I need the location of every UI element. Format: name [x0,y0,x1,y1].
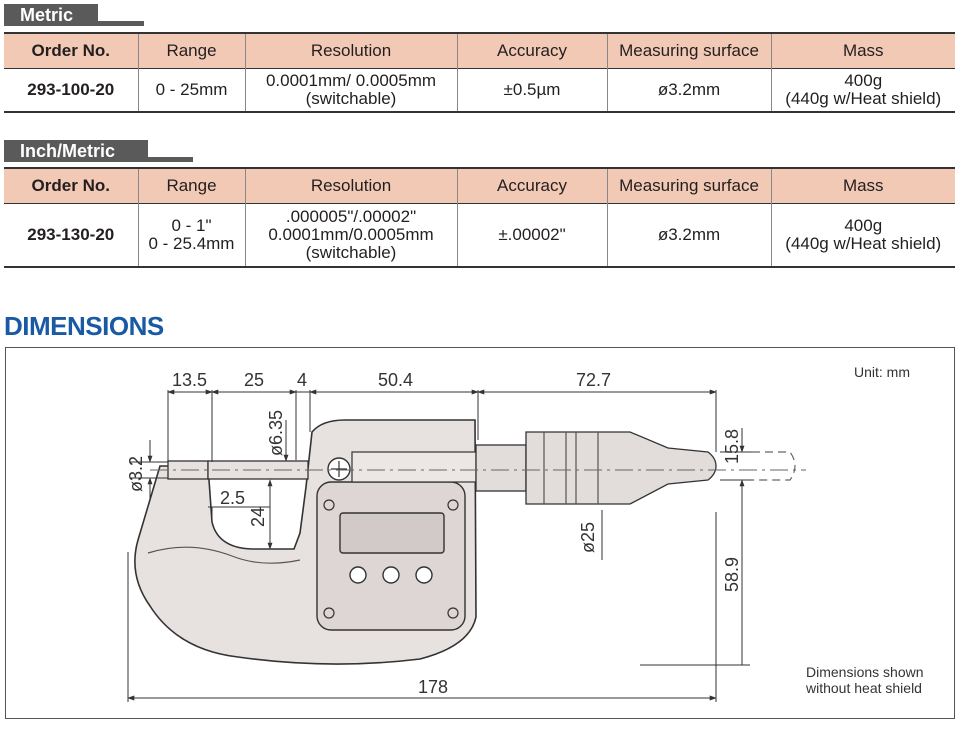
dim-4: 4 [297,370,307,390]
dimensions-drawing-frame: Unit: mm Dimensions shown without heat s… [5,347,955,719]
cell-accuracy: ±.00002" [456,203,607,267]
col-header-resolution: Resolution [244,33,457,68]
cell-range: 0 - 1"0 - 25.4mm [137,203,245,267]
dim-58-9: 58.9 [722,557,742,592]
cell-accuracy: ±0.5µm [456,68,607,112]
dim-dia-3-2: ø3.2 [126,456,146,492]
section-rule [148,157,193,162]
dim-13-5: 13.5 [172,370,207,390]
table-row: 293-130-20 0 - 1"0 - 25.4mm .000005"/.00… [4,203,955,267]
cell-measuring-surface: ø3.2mm [606,203,771,267]
cell-resolution: 0.0001mm/ 0.0005mm(switchable) [244,68,457,112]
section-rule [98,21,144,26]
frame-inner-line [147,546,301,564]
dim-2-5: 2.5 [220,488,245,508]
col-header-accuracy: Accuracy [456,168,607,203]
col-header-measuring-surface: Measuring surface [606,33,771,68]
sleeve [351,451,477,483]
display-housing [316,481,466,631]
col-header-order-no: Order No. [31,175,110,195]
dim-dia-25: ø25 [578,522,598,553]
col-header-range: Range [137,168,245,203]
cell-order-no: 293-100-20 [27,79,115,99]
col-header-mass: Mass [770,168,955,203]
col-header-measuring-surface: Measuring surface [606,168,771,203]
table-row: 293-100-20 0 - 25mm 0.0001mm/ 0.0005mm(s… [4,68,955,112]
screws [323,499,459,619]
dim-178: 178 [418,677,448,697]
cell-resolution: .000005"/.00002"0.0001mm/0.0005mm(switch… [244,203,457,267]
buttons [349,566,433,584]
cell-order-no: 293-130-20 [27,224,115,244]
cell-mass: 400g(440g w/Heat shield) [770,68,955,112]
col-header-mass: Mass [770,33,955,68]
unit-note: Unit: mm [854,364,910,380]
thimble [525,431,717,505]
col-header-order-no: Order No. [31,40,110,60]
lcd-display [339,512,445,554]
dim-15-8: 15.8 [722,429,742,464]
cell-measuring-surface: ø3.2mm [606,68,771,112]
dim-72-7: 72.7 [576,370,611,390]
cell-mass: 400g(440g w/Heat shield) [770,203,955,267]
section-tag-inch-metric: Inch/Metric [4,140,148,162]
section-tag-metric: Metric [4,4,98,26]
cell-range: 0 - 25mm [137,68,245,112]
col-header-range: Range [137,33,245,68]
dim-25: 25 [244,370,264,390]
col-header-resolution: Resolution [244,168,457,203]
spec-table-metric: Order No. Range Resolution Accuracy Meas… [4,32,955,113]
col-header-accuracy: Accuracy [456,33,607,68]
dim-dia-6-35: ø6.35 [266,410,286,456]
spec-table-inch-metric: Order No. Range Resolution Accuracy Meas… [4,167,955,268]
dimensions-title: DIMENSIONS [4,311,164,341]
dim-50-4: 50.4 [378,370,413,390]
dimensions-footnote: Dimensions shown without heat shield [806,664,924,696]
dim-24: 24 [248,507,268,527]
